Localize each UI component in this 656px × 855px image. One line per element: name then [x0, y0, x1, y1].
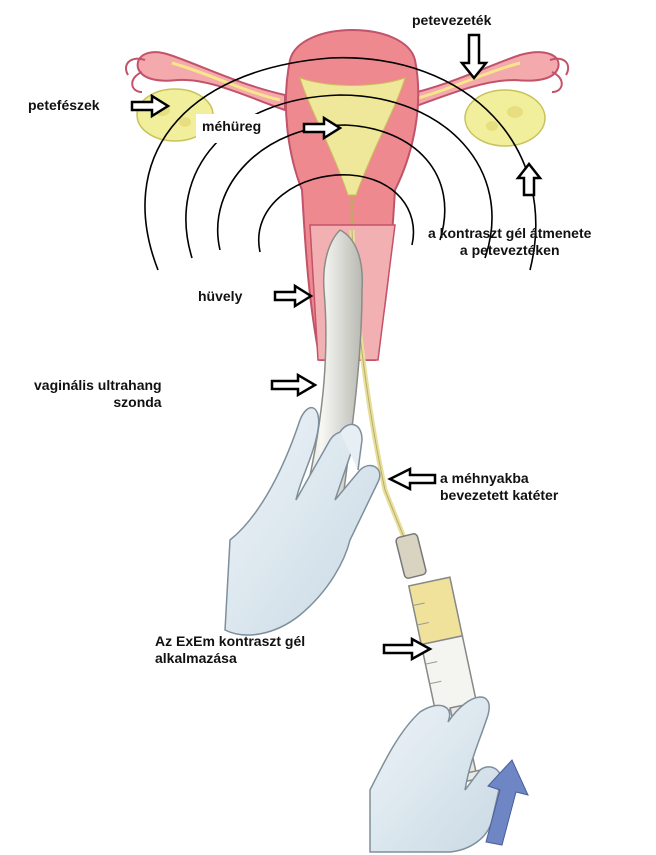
hand-pressing-syringe [370, 697, 501, 852]
label-kontraszt-line2: a peteveztéken [428, 242, 591, 259]
label-mehureg-text: méhüreg [202, 118, 261, 135]
label-szonda: vaginális ultrahang szonda [30, 375, 166, 413]
label-kontraszt-line1: a kontraszt gél átmenete [428, 225, 591, 242]
label-huvely: hüvely [198, 288, 242, 305]
label-gel-line2: alkalmazása [155, 650, 305, 667]
label-kateter: a méhnyakba bevezetett katéter [440, 470, 558, 504]
label-kateter-line2: bevezetett katéter [440, 487, 558, 504]
arrow-szonda [272, 375, 315, 395]
arrow-kateter [390, 469, 435, 489]
label-kontraszt-atmenet: a kontraszt gél átmenete a peteveztéken [428, 225, 591, 259]
label-kateter-line1: a méhnyakba [440, 470, 558, 487]
label-gel-line1: Az ExEm kontraszt gél [155, 633, 305, 650]
hand-holding-probe [225, 408, 380, 635]
label-petevezetek-text: petevezeték [412, 12, 491, 29]
label-petefeszek: petefészek [28, 97, 100, 114]
catheter-connector [395, 533, 427, 579]
arrow-kontraszt-atmenet [518, 164, 540, 195]
label-mehureg: méhüreg [196, 114, 267, 143]
label-szonda-line2: szonda [34, 394, 162, 411]
label-szonda-line1: vaginális ultrahang [34, 377, 162, 394]
label-gel: Az ExEm kontraszt gél alkalmazása [155, 633, 305, 667]
label-petevezetek: petevezeték [412, 12, 491, 29]
arrow-huvely [275, 286, 311, 306]
label-huvely-text: hüvely [198, 288, 242, 305]
label-petefeszek-text: petefészek [28, 97, 100, 114]
right-ovary [465, 90, 545, 146]
